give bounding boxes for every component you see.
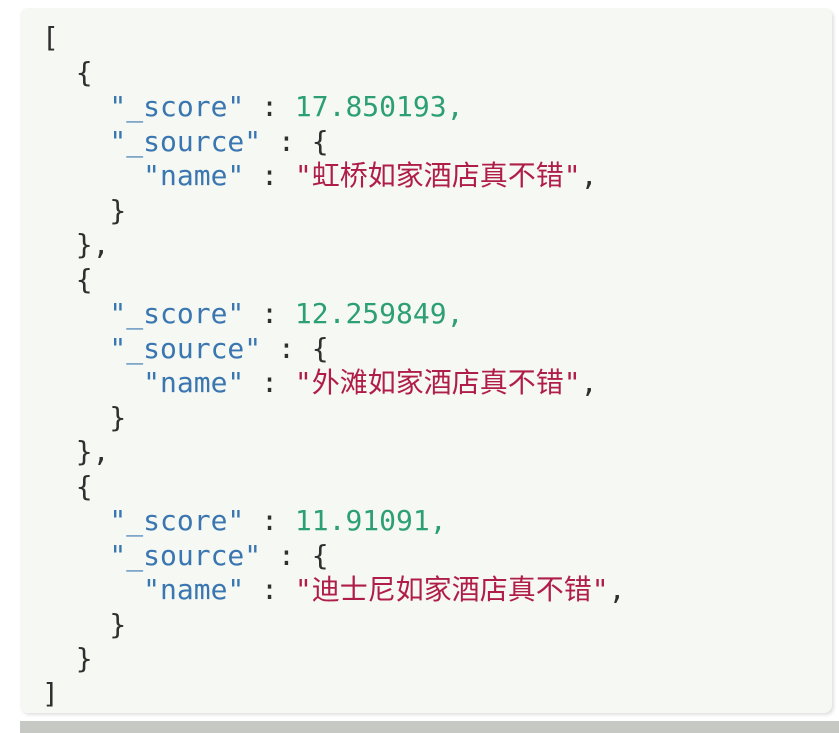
code-line: "_score" : 17.850193, xyxy=(42,90,822,125)
json-punctuation: [ xyxy=(42,21,59,54)
json-string: "虹桥如家酒店真不错" xyxy=(294,159,581,192)
json-number: 12.259849, xyxy=(294,297,464,330)
code-line: { xyxy=(42,56,822,91)
json-punctuation: , xyxy=(580,366,598,399)
json-key: "_source" xyxy=(42,124,262,158)
json-punctuation: : { xyxy=(261,538,329,572)
json-key: "_score" xyxy=(42,90,245,123)
json-key: "_score" xyxy=(42,297,245,330)
json-number: 17.850193, xyxy=(294,90,464,123)
code-line: } xyxy=(42,194,822,229)
code-line: "_source" : { xyxy=(42,332,822,367)
code-line: ] xyxy=(42,677,822,712)
code-line: } xyxy=(42,642,822,677)
json-punctuation: : xyxy=(244,159,295,192)
code-line: "_score" : 11.91091, xyxy=(42,504,822,539)
panel-bottom-shadow xyxy=(20,721,839,733)
json-key: "_score" xyxy=(42,504,245,537)
json-key: "_source" xyxy=(42,331,262,365)
json-punctuation: , xyxy=(580,159,598,192)
json-punctuation: : { xyxy=(261,331,329,365)
code-line: "_score" : 12.259849, xyxy=(42,297,822,332)
json-punctuation: : xyxy=(244,297,295,330)
code-line: "_source" : { xyxy=(42,539,822,574)
code-line: } xyxy=(42,608,822,643)
code-line: }, xyxy=(42,228,822,263)
json-punctuation: : xyxy=(244,573,295,606)
json-punctuation: { xyxy=(42,55,93,89)
json-punctuation: }, xyxy=(42,435,110,468)
code-line: "name" : "外滩如家酒店真不错", xyxy=(42,366,822,401)
json-punctuation: } xyxy=(42,193,127,227)
code-line: "name" : "虹桥如家酒店真不错", xyxy=(42,159,822,194)
json-key: "name" xyxy=(42,159,245,192)
code-line: { xyxy=(42,470,822,505)
json-string: "外滩如家酒店真不错" xyxy=(294,366,581,399)
json-punctuation: } xyxy=(42,607,127,641)
json-number: 11.91091, xyxy=(294,504,447,537)
json-code-panel: [ { "_score" : 17.850193, "_source" : { … xyxy=(20,8,832,713)
json-string: "迪士尼如家酒店真不错" xyxy=(294,573,609,606)
json-punctuation: ] xyxy=(42,676,59,710)
json-punctuation: } xyxy=(42,642,93,675)
code-line: "_source" : { xyxy=(42,125,822,160)
json-punctuation: : xyxy=(244,366,295,399)
code-line: "name" : "迪士尼如家酒店真不错", xyxy=(42,573,822,608)
json-punctuation: : xyxy=(244,90,295,123)
json-punctuation: : { xyxy=(261,124,329,158)
json-punctuation: , xyxy=(608,573,626,606)
code-line: } xyxy=(42,401,822,436)
json-punctuation: { xyxy=(42,469,93,503)
json-key: "_source" xyxy=(42,538,262,572)
code-line: [ xyxy=(42,21,822,56)
json-punctuation: : xyxy=(244,504,295,537)
json-key: "name" xyxy=(42,366,245,399)
code-line: { xyxy=(42,263,822,298)
code-line: }, xyxy=(42,435,822,470)
json-punctuation: }, xyxy=(42,228,110,261)
json-punctuation: } xyxy=(42,400,127,434)
json-punctuation: { xyxy=(42,262,93,296)
json-key: "name" xyxy=(42,573,245,606)
